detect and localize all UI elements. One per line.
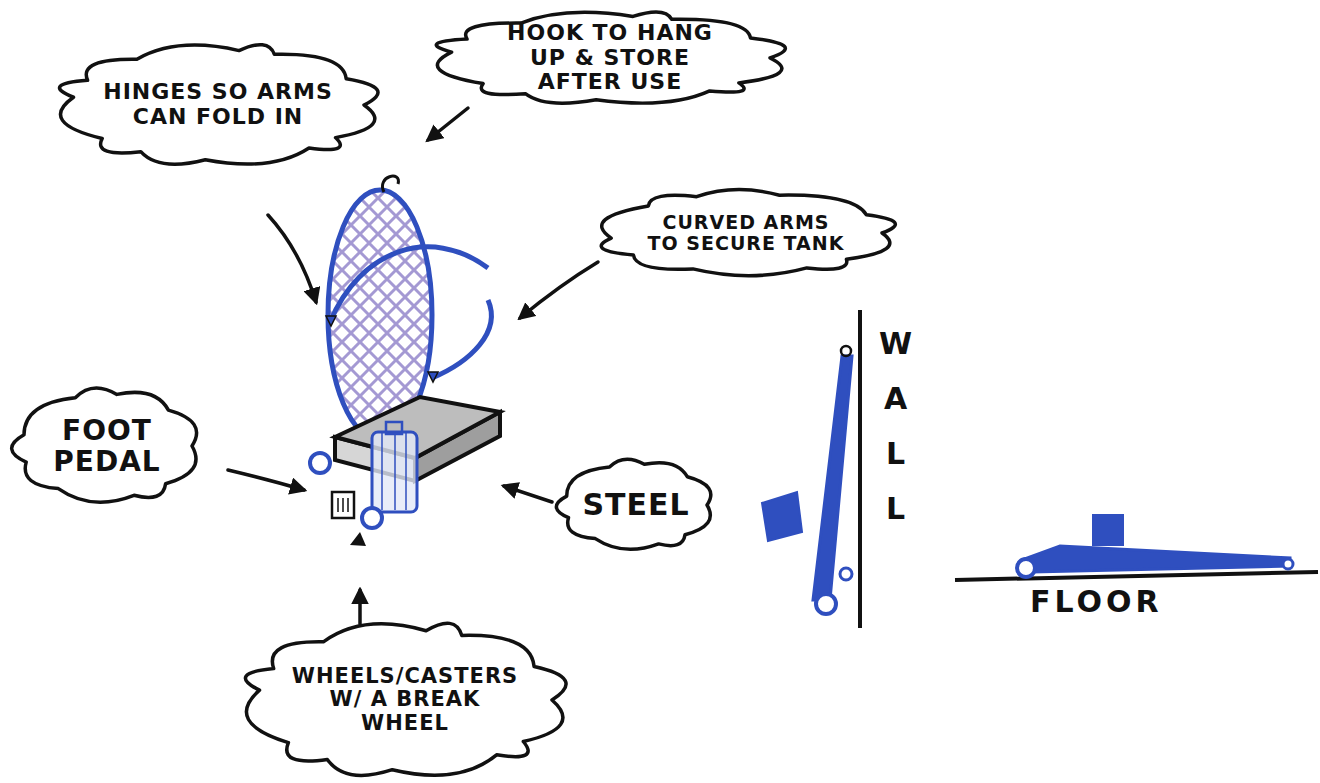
callout-text: HOOK TO HANG UP & STORE AFTER USE (490, 21, 730, 95)
hook (382, 176, 398, 192)
leader-arrow (228, 470, 304, 490)
caster (1017, 559, 1035, 577)
cloud-outline (601, 190, 895, 276)
hinge (326, 316, 336, 326)
callout-text: STEEL (582, 488, 689, 522)
cloud-outline (12, 388, 197, 502)
callout-text: CURVED ARMS TO SECURE TANK (644, 212, 849, 255)
caster (362, 508, 382, 528)
tank-valve (386, 422, 402, 434)
caster (310, 453, 330, 473)
curved-arm (432, 300, 491, 378)
curved-arm (330, 247, 488, 322)
flat-frame (1022, 546, 1290, 572)
tank-lines (382, 432, 406, 510)
floor-label: FLOOR (1030, 584, 1163, 619)
cloud-outline (60, 45, 378, 165)
hook (841, 346, 851, 356)
cloud-outline (245, 623, 566, 775)
leader-arrow (358, 590, 362, 624)
callout-cloud: FOOT PEDAL (12, 384, 202, 508)
callout-cloud: HINGES SO ARMS CAN FOLD IN (62, 40, 374, 170)
cloud-outline (556, 459, 710, 549)
pedal-grip (338, 498, 348, 512)
callout-cloud: CURVED ARMS TO SECURE TANK (600, 184, 892, 282)
stored-base (762, 492, 802, 541)
callout-cloud: HOOK TO HANG UP & STORE AFTER USE (440, 6, 780, 110)
callout-text: HINGES SO ARMS CAN FOLD IN (103, 80, 333, 129)
tank (372, 432, 417, 512)
flat-base (1092, 514, 1124, 546)
wall-label: WALL (878, 326, 913, 546)
callout-cloud: WHEELS/CASTERS W/ A BREAK WHEEL (248, 620, 562, 780)
wall-line (858, 310, 862, 628)
cloud-outline (436, 12, 785, 103)
callout-text: FOOT PEDAL (47, 415, 167, 478)
callout-cloud: STEEL (555, 454, 717, 556)
caster (816, 594, 836, 614)
hinge (428, 372, 438, 382)
stored-frame (813, 356, 852, 600)
callout-text: WHEELS/CASTERS W/ A BREAK WHEEL (283, 665, 528, 736)
leader-arrow (428, 108, 468, 140)
foot-pedal (332, 492, 354, 518)
caster (840, 568, 852, 580)
hook (1283, 559, 1293, 569)
leader-arrow (268, 215, 316, 302)
brake-wheel (350, 532, 366, 546)
leader-arrow (520, 262, 598, 318)
leader-arrow (504, 486, 552, 502)
floor-line (955, 572, 1318, 580)
